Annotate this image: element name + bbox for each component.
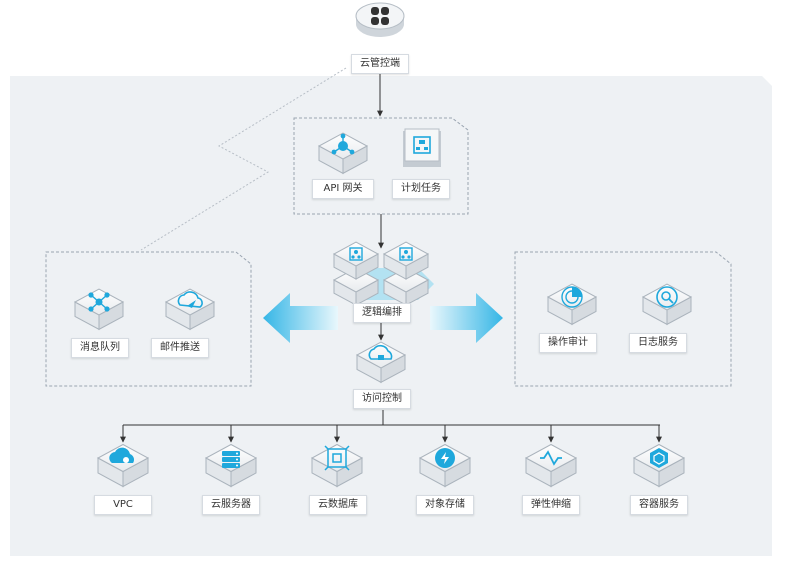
- vpc-cloud-icon: [109, 447, 135, 463]
- nodes-layer: [73, 2, 693, 488]
- console-label[interactable]: 云管控端: [351, 54, 409, 74]
- log-service-label[interactable]: 日志服务: [629, 333, 687, 353]
- object-storage-icon: [435, 448, 455, 468]
- schedule-label[interactable]: 计划任务: [392, 179, 450, 199]
- api-gateway-icon: [331, 133, 355, 155]
- console-node[interactable]: [355, 2, 405, 37]
- log-service-icon: [656, 286, 678, 308]
- dotted-connector: [140, 67, 347, 251]
- api-gateway-label[interactable]: API 网关: [312, 179, 374, 199]
- center-cube-top-left[interactable]: [332, 241, 380, 280]
- right-glow-arrow: [430, 293, 503, 343]
- container-service-label[interactable]: 容器服务: [630, 495, 688, 515]
- vpc-label[interactable]: VPC: [94, 495, 152, 515]
- bottom-node-4[interactable]: [524, 443, 578, 488]
- grid-icon: [371, 7, 389, 25]
- log-service-node[interactable]: [641, 283, 693, 326]
- center-cube-top-right[interactable]: [382, 241, 430, 280]
- right-group-frame: [514, 251, 732, 387]
- message-queue-label[interactable]: 消息队列: [71, 338, 129, 358]
- database-icon: [324, 445, 350, 471]
- access-control-label[interactable]: 访问控制: [353, 389, 411, 409]
- bottom-node-5[interactable]: [632, 443, 686, 488]
- auto-scaling-label[interactable]: 弹性伸缩: [522, 495, 580, 515]
- left-group-frame: [45, 251, 252, 387]
- left-glow-arrow: [263, 293, 338, 343]
- bus-drops: [120, 425, 662, 443]
- server-icon: [222, 451, 240, 468]
- auto-scaling-icon: [540, 450, 562, 466]
- cloud-database-label[interactable]: 云数据库: [309, 495, 367, 515]
- top-group-frame: [293, 117, 469, 215]
- mail-push-node[interactable]: [164, 288, 216, 331]
- schedule-node[interactable]: [403, 128, 441, 167]
- operation-audit-icon: [561, 286, 583, 308]
- access-control-node[interactable]: [355, 341, 407, 384]
- schedule-icon: [413, 136, 431, 154]
- object-storage-label[interactable]: 对象存储: [416, 495, 474, 515]
- container-icon: [650, 448, 668, 468]
- message-queue-node[interactable]: [73, 288, 125, 331]
- bottom-node-3[interactable]: [418, 443, 472, 488]
- operation-audit-node[interactable]: [546, 283, 598, 326]
- cloud-server-label[interactable]: 云服务器: [202, 495, 260, 515]
- bottom-node-0[interactable]: [96, 443, 150, 488]
- message-queue-icon: [88, 292, 110, 312]
- mail-push-icon: [177, 291, 203, 308]
- bottom-node-2[interactable]: [310, 443, 364, 488]
- logic-orchestration-icon: [349, 247, 363, 261]
- bottom-node-1[interactable]: [204, 443, 258, 488]
- cloud-access-icon: [368, 344, 393, 360]
- logic-orchestration-icon: [399, 247, 413, 261]
- logic-orchestration-label[interactable]: 逻辑编排: [353, 303, 411, 323]
- operation-audit-label[interactable]: 操作审计: [539, 333, 597, 353]
- api-gateway-node[interactable]: [317, 132, 369, 175]
- center-cube-bottom-right[interactable]: [382, 267, 430, 306]
- mail-push-label[interactable]: 邮件推送: [151, 338, 209, 358]
